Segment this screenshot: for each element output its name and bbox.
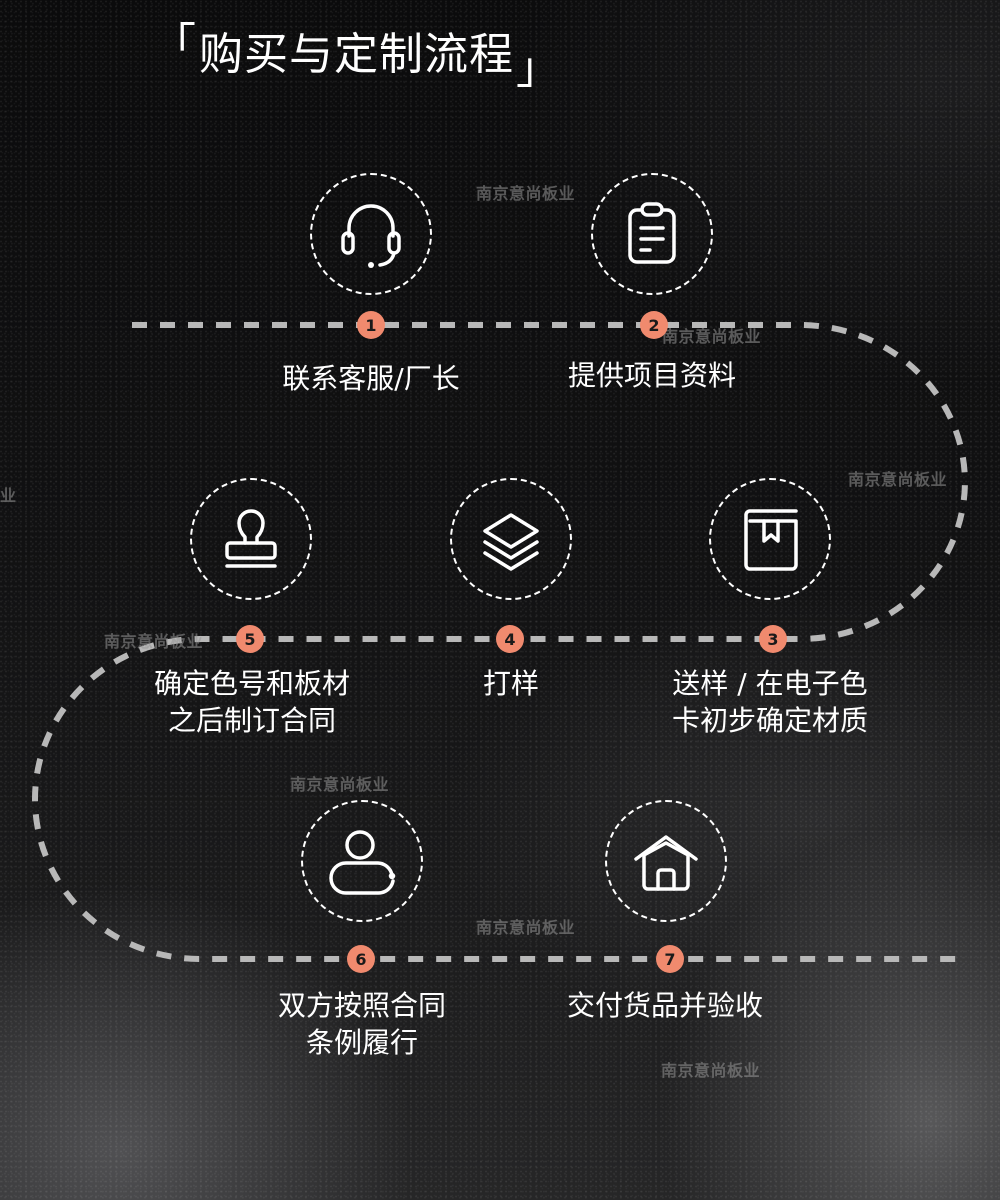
- step-7-icon-circle: [605, 800, 727, 922]
- step-6-label: 双方按照合同 条例履行: [277, 989, 447, 1059]
- page-title: 「购买与定制流程」: [152, 18, 561, 94]
- step-4-icon-circle: [450, 478, 572, 600]
- watermark: 南京意尚板业: [104, 632, 204, 651]
- layers-icon: [483, 513, 539, 571]
- stamp-icon: [225, 509, 277, 568]
- house-icon: [634, 835, 698, 891]
- step-1-icon-circle: [310, 173, 432, 295]
- title-bracket-right: 」: [516, 43, 561, 94]
- step-6-icon-circle: [301, 800, 423, 922]
- step-1-label: 联系客服/厂长: [282, 362, 460, 395]
- title-bracket-left: 「: [152, 19, 197, 70]
- step-4-label: 打样: [482, 667, 540, 700]
- step-7-label: 交付货品并验收: [566, 989, 764, 1022]
- step-4-badge: 4: [496, 625, 524, 653]
- step-3-label: 送样 / 在电子色 卡初步确定材质: [671, 667, 869, 737]
- step-7-badge: 7: [656, 945, 684, 973]
- step-3-icon-circle: [709, 478, 831, 600]
- watermark: 南京意尚板业: [476, 184, 576, 203]
- user-icon: [329, 830, 396, 895]
- watermark: 南京意尚板业: [848, 470, 948, 489]
- step-5-icon-circle: [190, 478, 312, 600]
- bookmark-book-icon: [744, 509, 798, 571]
- headset-icon: [341, 204, 401, 268]
- step-2-icon-circle: [591, 173, 713, 295]
- watermark: 南京意尚板业: [662, 327, 762, 346]
- step-1-badge: 1: [357, 311, 385, 339]
- step-5-badge: 5: [236, 625, 264, 653]
- watermark: 南京意尚板业: [661, 1061, 761, 1080]
- watermark-partial: 业: [0, 486, 17, 505]
- step-6-badge: 6: [347, 945, 375, 973]
- clipboard-icon: [628, 202, 676, 264]
- watermark: 南京意尚板业: [476, 918, 576, 937]
- step-5-label: 确定色号和板材 之后制订合同: [153, 667, 351, 737]
- step-2-label: 提供项目资料: [567, 359, 737, 392]
- step-2-badge: 2: [640, 311, 668, 339]
- title-text: 购买与定制流程: [199, 29, 514, 80]
- step-3-badge: 3: [759, 625, 787, 653]
- watermark: 南京意尚板业: [290, 775, 390, 794]
